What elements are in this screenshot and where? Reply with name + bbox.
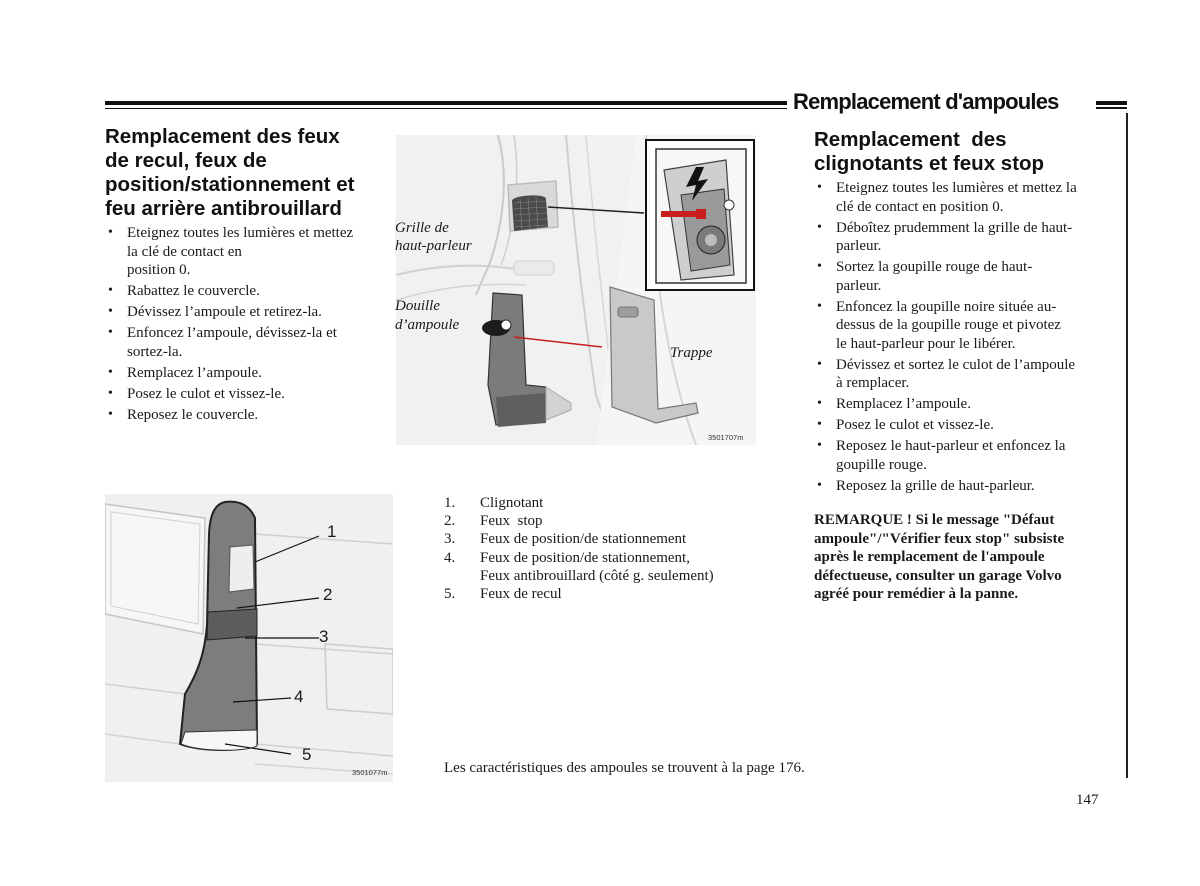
left-steps: Eteignez toutes les lumières et mettez l… — [105, 224, 375, 424]
legend-item: 2.Feux stop — [444, 513, 543, 530]
header-rule-thick — [105, 101, 787, 105]
figure-code: 3501077m — [352, 768, 388, 777]
speaker-access-illustration — [395, 134, 756, 446]
tail-light-illustration — [104, 494, 394, 782]
label-douille: Douille d’ampoule — [395, 298, 460, 333]
heading-line: feu arrière antibrouillard — [105, 197, 342, 220]
left-column: Remplacement des feux de recul, feux de … — [105, 125, 375, 427]
list-item: Reposez la grille de haut-parleur. — [814, 477, 1120, 496]
callout-2: 2 — [323, 585, 333, 604]
legend-item: 1.Clignotant — [444, 495, 544, 511]
header-rule-right-thick — [1096, 101, 1127, 105]
heading-line: de recul, feux de — [105, 149, 267, 172]
callout-3: 3 — [319, 627, 329, 646]
list-item: Enfoncez l’ampoule, dévissez-la et sorte… — [105, 324, 375, 361]
list-item: Déboîtez prudemment la grille de haut- p… — [814, 219, 1120, 256]
right-heading: Remplacement des clignotants et feux sto… — [814, 128, 1120, 176]
list-item: Posez le culot et vissez-le. — [814, 416, 1120, 435]
right-steps: Eteignez toutes les lumières et mettez l… — [814, 179, 1120, 495]
header-rule-thin — [105, 107, 787, 109]
header-rule-right-thin — [1096, 107, 1127, 109]
section-title: Remplacement d'ampoules — [793, 89, 1059, 114]
heading-line: clignotants et feux stop — [814, 152, 1045, 175]
figure-tail-light: 1 2 3 4 5 3501077m — [104, 494, 394, 782]
list-item: Sortez la goupille rouge de haut- parleu… — [814, 258, 1120, 295]
list-item: Eteignez toutes les lumières et mettez l… — [105, 224, 375, 280]
list-item: Dévissez et sortez le culot de l’ampoule… — [814, 356, 1120, 393]
list-item: Eteignez toutes les lumières et mettez l… — [814, 179, 1120, 216]
label-trappe: Trappe — [670, 345, 713, 361]
list-item: Reposez le couvercle. — [105, 406, 375, 425]
list-item: Reposez le haut-parleur et enfoncez la g… — [814, 437, 1120, 474]
list-item: Enfoncez la goupille noire située au- de… — [814, 298, 1120, 354]
remarque-note: REMARQUE ! Si le message "Défaut ampoule… — [814, 512, 1065, 602]
legend-item: 4.Feux de position/de stationnement,Feux… — [444, 549, 714, 584]
figure-speaker-access: Grille de haut-parleur Douille d’ampoule… — [395, 134, 756, 446]
legend-item: 5.Feux de recul — [444, 586, 562, 603]
list-item: Remplacez l’ampoule. — [814, 395, 1120, 414]
figure-code: 3501707m — [708, 433, 744, 442]
legend-list: 1.Clignotant 2.Feux stop 3.Feux de posit… — [444, 494, 784, 603]
list-item: Dévissez l’ampoule et retirez-la. — [105, 303, 375, 322]
label-grille: Grille de haut-parleur — [395, 219, 474, 255]
heading-line: Remplacement des feux — [105, 125, 340, 148]
list-item: Remplacez l’ampoule. — [105, 364, 375, 383]
column-rule — [1126, 113, 1128, 778]
right-column: Remplacement des clignotants et feux sto… — [814, 128, 1120, 604]
callout-4: 4 — [294, 687, 304, 706]
heading-line: Remplacement des — [814, 128, 1007, 151]
callout-5: 5 — [302, 745, 312, 764]
left-heading: Remplacement des feux de recul, feux de … — [105, 125, 375, 221]
list-item: Rabattez le couvercle. — [105, 282, 375, 301]
bulb-spec-footnote: Les caractéristiques des ampoules se tro… — [444, 760, 805, 776]
callout-1: 1 — [327, 522, 337, 541]
heading-line: position/stationnement et — [105, 173, 355, 196]
legend-item: 3.Feux de position/de stationnement — [444, 531, 687, 548]
list-item: Posez le culot et vissez-le. — [105, 385, 375, 404]
page-number: 147 — [1076, 792, 1099, 808]
